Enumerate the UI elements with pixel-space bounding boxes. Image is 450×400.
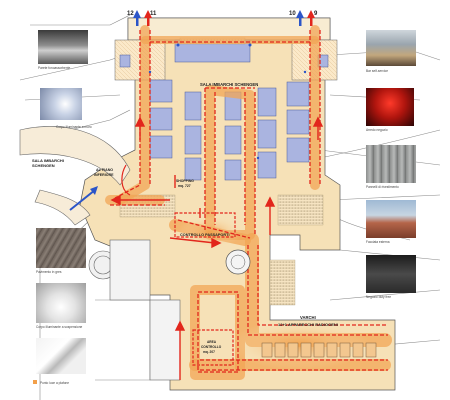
caption-left-4: Corpo illuminante a sospensione [36, 325, 83, 329]
photo-left-5 [36, 338, 86, 374]
gate-label-12: 12 [127, 11, 134, 17]
varchi-label-1: VARCHI [300, 315, 316, 320]
area-label-1: AREA [207, 340, 217, 344]
gate-arrow-left-a [133, 10, 141, 18]
caption-right-3: Pannelli di rivestimento [366, 185, 399, 189]
glow-varchi [230, 320, 370, 370]
shopping-label-2: mq. 727 [178, 184, 191, 188]
caption-left-5: Punto luce a plafone [40, 381, 70, 385]
sala-imbarchi-schengen-label: SALA IMBARCHI SCHENGEN [200, 82, 258, 87]
varchi-label-2: 12+1 APPARECCHI RADIOGENI [278, 322, 338, 327]
control-boxes [174, 212, 236, 366]
gate-label-11: 11 [150, 11, 157, 17]
gate-label-10: 10 [289, 11, 296, 17]
photo-left-4 [36, 283, 86, 323]
gate-arrows [69, 10, 315, 211]
caption-right-1: Bar self-service [366, 69, 388, 73]
flow-red-dashes [110, 30, 388, 373]
al-piano-label-1: AL PIANO [96, 168, 113, 172]
lower-left-building [19, 126, 181, 381]
photo-right-5 [366, 255, 416, 293]
sala-imbarchi-extra-label-2: SCHENGEN [32, 163, 55, 168]
caption-right-2: Arredo negozio [366, 128, 388, 132]
photo-right-4 [366, 200, 416, 238]
caption-right-5: Negozio duty free [366, 295, 391, 299]
photo-right-2 [366, 88, 414, 126]
al-piano-label-2: INFERIORE [94, 173, 114, 177]
seating-blocks [119, 37, 324, 306]
sala-imbarchi-extra-label-1: SALA IMBARCHI [32, 158, 64, 163]
controllo-passaporti-label: CONTROLLO PASSAPORTI [180, 233, 230, 237]
area-controllo-box [192, 329, 234, 366]
caption-right-4: Facciata esterna [366, 240, 390, 244]
photo-right-1 [366, 30, 416, 66]
orange-marker-square [33, 380, 37, 384]
gate-arrow-right-b [307, 10, 315, 18]
rotunda [121, 164, 251, 275]
caption-left-2: Corpo illuminante a muro [56, 125, 92, 129]
photo-right-3 [366, 145, 416, 183]
photo-left-3 [36, 228, 86, 268]
area-label-3: mq. 207 [203, 350, 215, 354]
gate-arrow-right-a [296, 10, 304, 18]
passport-control-box [174, 212, 236, 238]
stair-arrow-blue [69, 189, 96, 211]
flow-red-arrows [110, 116, 324, 380]
gate-label-9: 9 [314, 11, 318, 17]
caption-left-1: Parete fonoassorbente [38, 66, 71, 70]
area-label-2: CONTROLLO [201, 345, 222, 349]
security-lanes [261, 342, 377, 358]
photo-left-2 [40, 88, 82, 120]
marker-dots [148, 43, 307, 160]
caption-left-3: Pavimento in gres [36, 270, 62, 274]
shopping-label-1: SHOPPING [176, 179, 194, 183]
blue-rooms [119, 39, 329, 181]
glow-passport [178, 216, 242, 248]
gate-arrow-left-b [144, 10, 152, 18]
photo-left-1 [38, 30, 88, 64]
